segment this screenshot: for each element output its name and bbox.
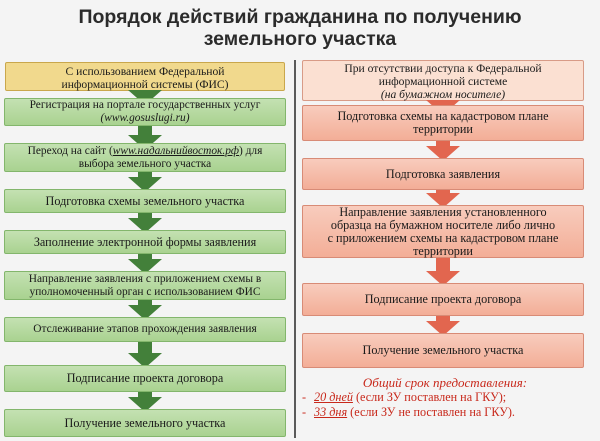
step-text: Направление заявления установленного <box>339 204 547 219</box>
flow-arrow <box>426 256 460 286</box>
term-days: 20 дней <box>314 390 353 404</box>
right-step-paper-submission: Направление заявления установленного обр… <box>302 205 584 258</box>
left-step-registration: Регистрация на портале государственных у… <box>4 98 286 126</box>
step-text-prefix: Переход на сайт ( <box>27 144 113 157</box>
right-step-contract: Подписание проекта договора <box>302 283 584 316</box>
flow-arrow <box>128 211 162 233</box>
site-link[interactable]: www.надальнийвосток.рф <box>112 144 239 157</box>
step-text: Подписание проекта договора <box>364 292 522 306</box>
left-step-scheme: Подготовка схемы земельного участка <box>4 189 286 213</box>
right-column-header: При отсутствии доступа к Федеральной инф… <box>302 60 584 101</box>
step-text: уполномоченный орган с использованием ФИ… <box>29 285 261 298</box>
term-condition: (если ЗУ поставлен на ГКУ); <box>352 390 507 404</box>
flow-arrow <box>128 298 162 320</box>
step-text: Заполнение электронной формы заявления <box>33 234 257 249</box>
term-item-not-registered: 33 дня (если ЗУ не поставлен на ГКУ). <box>300 405 590 420</box>
page-title: Порядок действий гражданина по получению… <box>0 6 600 50</box>
step-text-suffix: ) для <box>238 144 263 157</box>
flow-arrow <box>426 188 460 208</box>
step-text: Переход на сайт (www.надальнийвосток.рф)… <box>28 145 263 158</box>
total-term-block: Общий срок предоставления: 20 дней (если… <box>300 375 590 420</box>
flow-arrow <box>426 314 460 336</box>
title-line-1: Порядок действий гражданина по получению <box>78 6 522 28</box>
title-line-2: земельного участка <box>203 28 397 50</box>
column-divider <box>294 60 296 438</box>
step-text: Подписание проекта договора <box>66 371 224 385</box>
left-step-contract: Подписание проекта договора <box>4 365 286 392</box>
flow-arrow <box>128 390 162 412</box>
step-text: Получение земельного участка <box>64 415 226 430</box>
term-condition: (если ЗУ не поставлен на ГКУ). <box>347 405 515 419</box>
step-text: Регистрация на портале государственных у… <box>29 99 261 111</box>
flow-arrow <box>128 252 162 274</box>
total-term-title: Общий срок предоставления: <box>362 375 528 390</box>
left-column-header: С использованием Федеральной информацион… <box>5 62 285 91</box>
flow-arrow <box>426 139 460 161</box>
left-step-receive-land: Получение земельного участка <box>4 409 286 437</box>
right-header-line-2: информационной системе <box>378 75 508 88</box>
right-header-line-1: При отсутствии доступа к Федеральной <box>344 62 542 75</box>
left-header-line-1: С использованием Федеральной <box>65 65 225 78</box>
right-step-receive-land: Получение земельного участка <box>302 333 584 368</box>
gosuslugi-site-text: (www.gosuslugi.ru) <box>100 112 190 124</box>
flow-arrow <box>128 170 162 192</box>
step-text: Получение земельного участка <box>362 343 524 357</box>
flow-arrow <box>128 340 162 368</box>
left-step-tracking: Отслеживание этапов прохождения заявлени… <box>4 317 286 342</box>
step-text: территории <box>413 243 473 258</box>
left-step-form: Заполнение электронной формы заявления <box>4 230 286 254</box>
right-step-scheme: Подготовка схемы на кадастровом плане те… <box>302 105 584 141</box>
step-text: выбора земельного участка <box>78 157 212 170</box>
left-header-line-2: информационной системы (ФИС) <box>61 78 229 91</box>
step-text: Направление заявления с приложением схем… <box>28 272 262 285</box>
step-text: с приложением схемы на кадастровом плане <box>327 230 559 245</box>
term-days: 33 дня <box>314 405 348 419</box>
left-step-site-visit: Переход на сайт (www.надальнийвосток.рф)… <box>4 143 286 172</box>
step-text: Подготовка заявления <box>385 166 501 181</box>
step-text: Отслеживание этапов прохождения заявлени… <box>33 323 257 335</box>
step-text: образца на бумажном носителе либо лично <box>330 217 556 232</box>
left-step-submission: Направление заявления с приложением схем… <box>4 271 286 300</box>
step-text: Подготовка схемы на кадастровом плане <box>337 109 549 123</box>
step-text: территории <box>413 122 473 136</box>
term-item-registered: 20 дней (если ЗУ поставлен на ГКУ); <box>300 390 590 405</box>
step-text: Подготовка схемы земельного участка <box>45 193 245 208</box>
right-header-line-3: (на бумажном носителе) <box>380 88 506 101</box>
right-step-application: Подготовка заявления <box>302 158 584 190</box>
